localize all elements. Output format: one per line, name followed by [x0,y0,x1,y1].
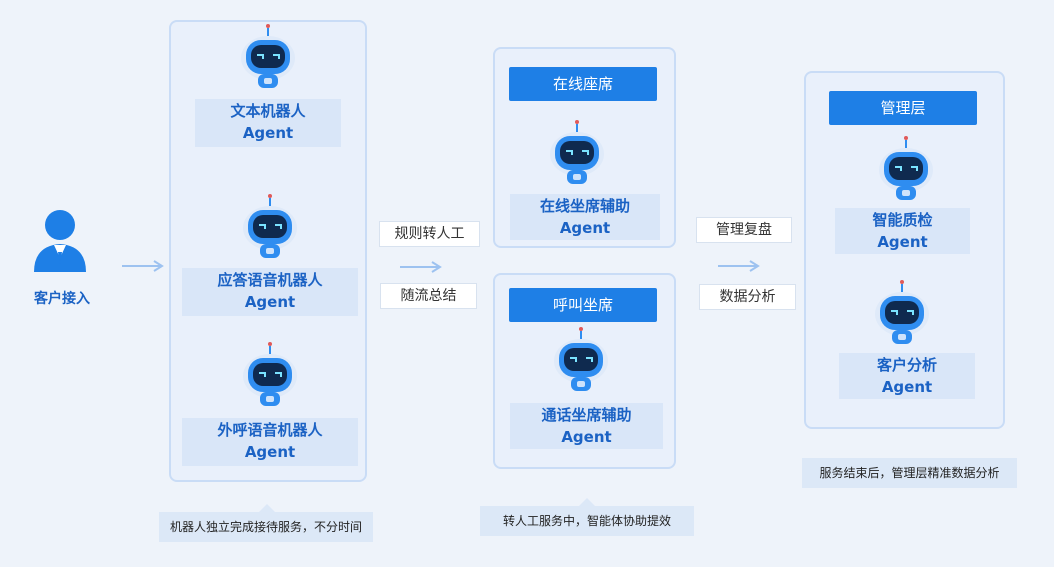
text-robot-name: 文本机器人 [230,102,306,120]
online-seat-header: 在线座席 [509,67,657,101]
online-seat-assist-name: 在线坐席辅助 [539,197,630,215]
call-seat-assist-suffix: Agent [561,428,612,446]
robot-icon [240,340,300,414]
quality-inspection-suffix: Agent [877,233,928,251]
call-seat-assist-name: 通话坐席辅助 [541,406,632,424]
online-seat-assist-agent-label: 在线坐席辅助 Agent [510,194,660,240]
agent-assist-note: 转人工服务中，智能体协助提效 [480,506,694,536]
note-pointer [259,504,275,512]
online-seat-assist-suffix: Agent [559,219,611,237]
text-robot-suffix: Agent [242,124,294,142]
robot-icon [876,134,936,208]
customer-analysis-name: 客户分析 [876,356,937,374]
data-analysis-tag: 数据分析 [699,284,796,310]
robot-note: 机器人独立完成接待服务，不分时间 [159,512,373,542]
answer-voice-robot-agent-label: 应答语音机器人 Agent [182,268,358,316]
customer-analysis-suffix: Agent [881,378,933,396]
flow-arrow-2 [400,258,442,277]
customer-access-label: 客户接入 [34,291,90,307]
management-header: 管理层 [829,91,977,125]
management-review-tag: 管理复盘 [696,217,792,243]
robot-icon [240,192,300,266]
outbound-voice-robot-name: 外呼语音机器人 [217,421,323,439]
flow-arrow-3 [718,257,760,276]
outbound-voice-robot-suffix: Agent [244,443,296,461]
rule-transfer-tag: 规则转人工 [379,221,480,247]
robot-icon [238,22,298,96]
text-robot-agent-label: 文本机器人 Agent [195,99,341,147]
note-pointer [579,498,595,506]
flow-summary-tag: 随流总结 [380,283,477,309]
quality-inspection-name: 智能质检 [872,211,933,229]
management-note: 服务结束后，管理层精准数据分析 [802,458,1017,488]
robot-icon [872,278,932,352]
answer-voice-robot-name: 应答语音机器人 [217,271,323,289]
robot-icon [547,118,607,192]
robot-icon [551,325,611,399]
customer-service-person-icon [30,208,90,274]
customer-analysis-agent-label: 客户分析 Agent [839,353,975,399]
answer-voice-robot-suffix: Agent [244,293,296,311]
quality-inspection-agent-label: 智能质检 Agent [835,208,970,254]
outbound-voice-robot-agent-label: 外呼语音机器人 Agent [182,418,358,466]
call-seat-assist-agent-label: 通话坐席辅助 Agent [510,403,663,449]
flow-arrow-1 [122,257,164,276]
call-seat-header: 呼叫坐席 [509,288,657,322]
